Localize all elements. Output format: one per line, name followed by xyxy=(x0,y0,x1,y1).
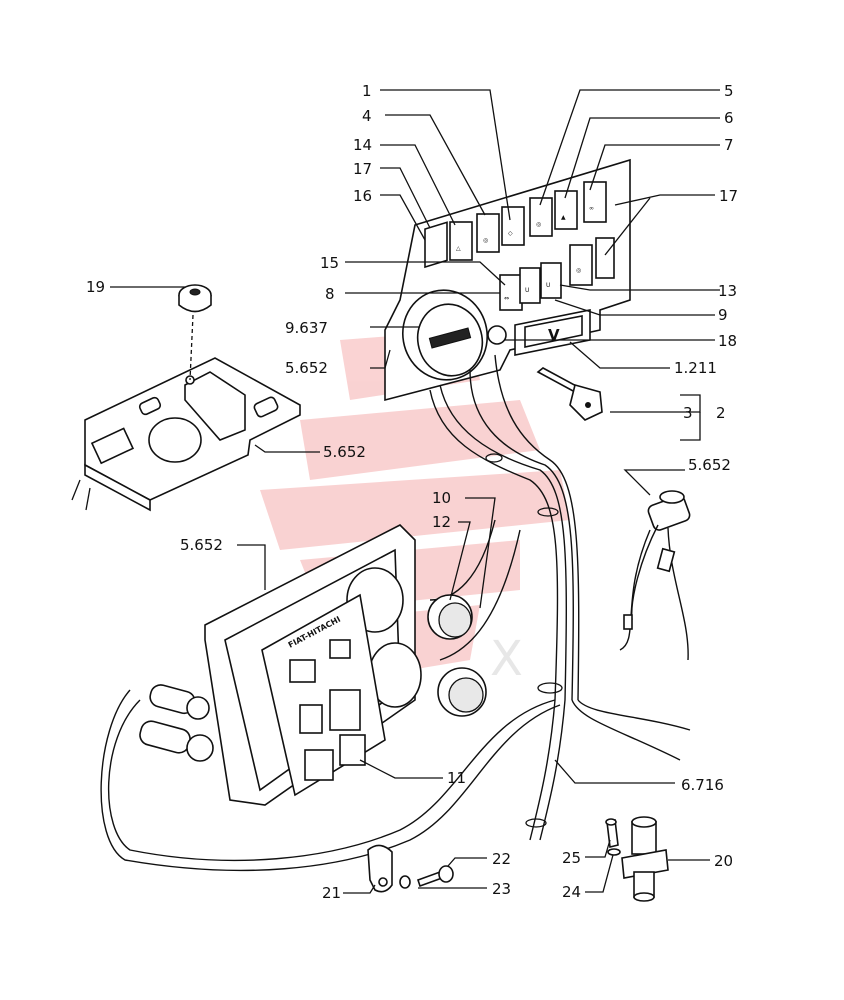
callout-17b: 17 xyxy=(719,187,738,205)
callout-5-652c: 5.652 xyxy=(688,456,731,474)
callout-18: 18 xyxy=(718,332,737,350)
cover-plate xyxy=(71,357,301,512)
callout-21: 21 xyxy=(322,884,341,902)
svg-text:◎: ◎ xyxy=(536,221,541,228)
svg-text:▲: ▲ xyxy=(561,214,566,221)
callout-leaders xyxy=(110,89,720,894)
callout-19: 19 xyxy=(86,278,105,296)
callout-1: 1 xyxy=(362,82,372,100)
middle-switch-row: ◎ ⇔ U U xyxy=(499,237,615,311)
callout-13: 13 xyxy=(718,282,737,300)
callout-3: 3 xyxy=(683,404,693,422)
warning-lamp-panel: FIAT-HITACHI xyxy=(261,593,386,797)
callout-7: 7 xyxy=(724,136,734,154)
callout-10: 10 xyxy=(432,489,451,507)
main-wiring-harness xyxy=(100,354,691,872)
callout-5-652b: 5.652 xyxy=(323,443,366,461)
callout-5-652a: 5.652 xyxy=(285,359,328,377)
svg-text:U: U xyxy=(525,287,529,294)
callout-8: 8 xyxy=(325,285,335,303)
callout-11: 11 xyxy=(447,769,466,787)
harness-connectors xyxy=(139,684,214,762)
callout-9: 9 xyxy=(718,306,728,324)
fuel-gauge xyxy=(427,594,473,640)
svg-text:◇: ◇ xyxy=(508,230,513,237)
svg-text:∞: ∞ xyxy=(589,205,594,212)
callout-4: 4 xyxy=(362,107,372,125)
pressure-switch xyxy=(619,490,691,661)
callout-14: 14 xyxy=(353,136,372,154)
callout-5: 5 xyxy=(724,82,734,100)
bolt-and-washer xyxy=(605,818,621,856)
ignition-key xyxy=(536,367,603,421)
callout-labels: 1 4 14 17 16 5 6 7 17 15 8 9.637 5.652 1… xyxy=(86,82,738,902)
top-switch-row: △ ◎ ◇ ◎ ▲ ∞ xyxy=(424,181,607,269)
cable-clamp xyxy=(367,844,393,893)
callout-20: 20 xyxy=(714,852,733,870)
callout-17a: 17 xyxy=(353,160,372,178)
callout-6-716: 6.716 xyxy=(681,776,724,794)
callout-23: 23 xyxy=(492,880,511,898)
callout-25: 25 xyxy=(562,849,581,867)
callout-5-652d: 5.652 xyxy=(180,536,223,554)
upper-switch-panel: △ ◎ ◇ ◎ ▲ ∞ ◎ ⇔ U U xyxy=(384,158,631,402)
callout-24: 24 xyxy=(562,883,581,901)
indicator-lamp xyxy=(178,284,212,381)
svg-text:◎: ◎ xyxy=(483,237,488,244)
svg-text:◎: ◎ xyxy=(576,267,581,274)
screw-and-washer xyxy=(399,865,454,889)
callout-22: 22 xyxy=(492,850,511,868)
hour-meter-gauge xyxy=(401,289,489,381)
callout-1-211: 1.211 xyxy=(674,359,717,377)
callout-6: 6 xyxy=(724,109,734,127)
callout-15: 15 xyxy=(320,254,339,272)
ignition-switch xyxy=(487,325,507,345)
voltmeter-label: V xyxy=(548,326,560,344)
temperature-gauge xyxy=(437,667,487,717)
callout-12: 12 xyxy=(432,513,451,531)
svg-text:⇔: ⇔ xyxy=(504,295,509,302)
watermark-text: X xyxy=(490,631,523,687)
svg-text:△: △ xyxy=(456,245,461,252)
svg-text:U: U xyxy=(546,282,550,289)
lower-instrument-console: FIAT-HITACHI xyxy=(204,524,487,806)
callout-16: 16 xyxy=(353,187,372,205)
temperature-sender xyxy=(621,816,669,902)
callout-2: 2 xyxy=(716,404,726,422)
callout-9-637: 9.637 xyxy=(285,319,328,337)
